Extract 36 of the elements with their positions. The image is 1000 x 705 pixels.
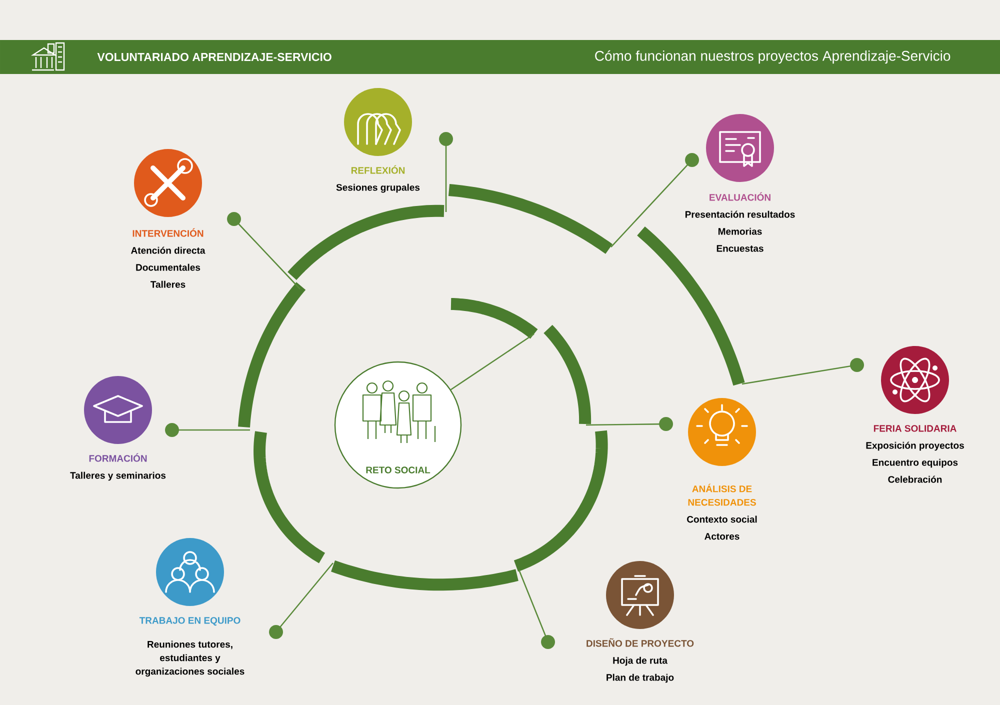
stage-item: Memorias xyxy=(718,228,762,235)
center-label: RETO SOCIAL xyxy=(366,466,430,474)
stage-item: Talleres xyxy=(150,280,186,288)
leader-line xyxy=(586,423,660,426)
stage-heading: FERIA SOLIDARIA xyxy=(874,425,956,432)
leader-line xyxy=(279,562,334,628)
stage-item: Reuniones tutores, estudiantes y organizaciones sociales xyxy=(136,640,244,677)
stage-item: Exposición proyectos xyxy=(866,442,964,451)
stage-item: Sesiones grupales xyxy=(336,184,420,193)
leader-line xyxy=(178,429,250,431)
stage-item: Talleres y seminarios xyxy=(70,472,166,481)
stage-item: Encuestas xyxy=(716,245,764,252)
stage-heading: ANÁLISIS DE NECESIDADES xyxy=(688,484,756,506)
stage-heading: EVALUACIÓN xyxy=(710,192,770,201)
stage-heading: DISEÑO DE PROYECTO xyxy=(586,638,694,647)
stage-item: Encuentro equipos xyxy=(872,458,958,468)
header-subtitle: Cómo funcionan nuestros proyectos Aprendizaje-Servicio xyxy=(595,50,950,64)
leader-line xyxy=(742,365,852,385)
stage-item: Plan de trabajo xyxy=(606,674,674,683)
leader-line xyxy=(610,164,688,248)
stage-heading: REFLEXIÓN xyxy=(351,165,405,174)
stage-item: Hoja de ruta xyxy=(613,656,668,666)
stage-item: Documentales xyxy=(136,264,200,271)
stage-item: Atención directa xyxy=(131,246,206,254)
stage-heading: FORMACIÓN xyxy=(89,453,147,462)
leader-line xyxy=(238,222,300,290)
stage-item: Celebración xyxy=(888,476,942,483)
stage-item: Actores xyxy=(704,533,740,540)
leader-line xyxy=(445,145,447,212)
header-title: VOLUNTARIADO APRENDIZAJE-SERVICIO xyxy=(97,52,332,62)
stage-item: Presentación resultados xyxy=(685,210,795,218)
leader-line xyxy=(450,333,534,390)
leader-line xyxy=(518,570,546,637)
stage-item: Contexto social xyxy=(687,516,757,523)
stage-heading: INTERVENCIÓN xyxy=(132,228,204,237)
stage-heading: TRABAJO EN EQUIPO xyxy=(139,617,240,626)
